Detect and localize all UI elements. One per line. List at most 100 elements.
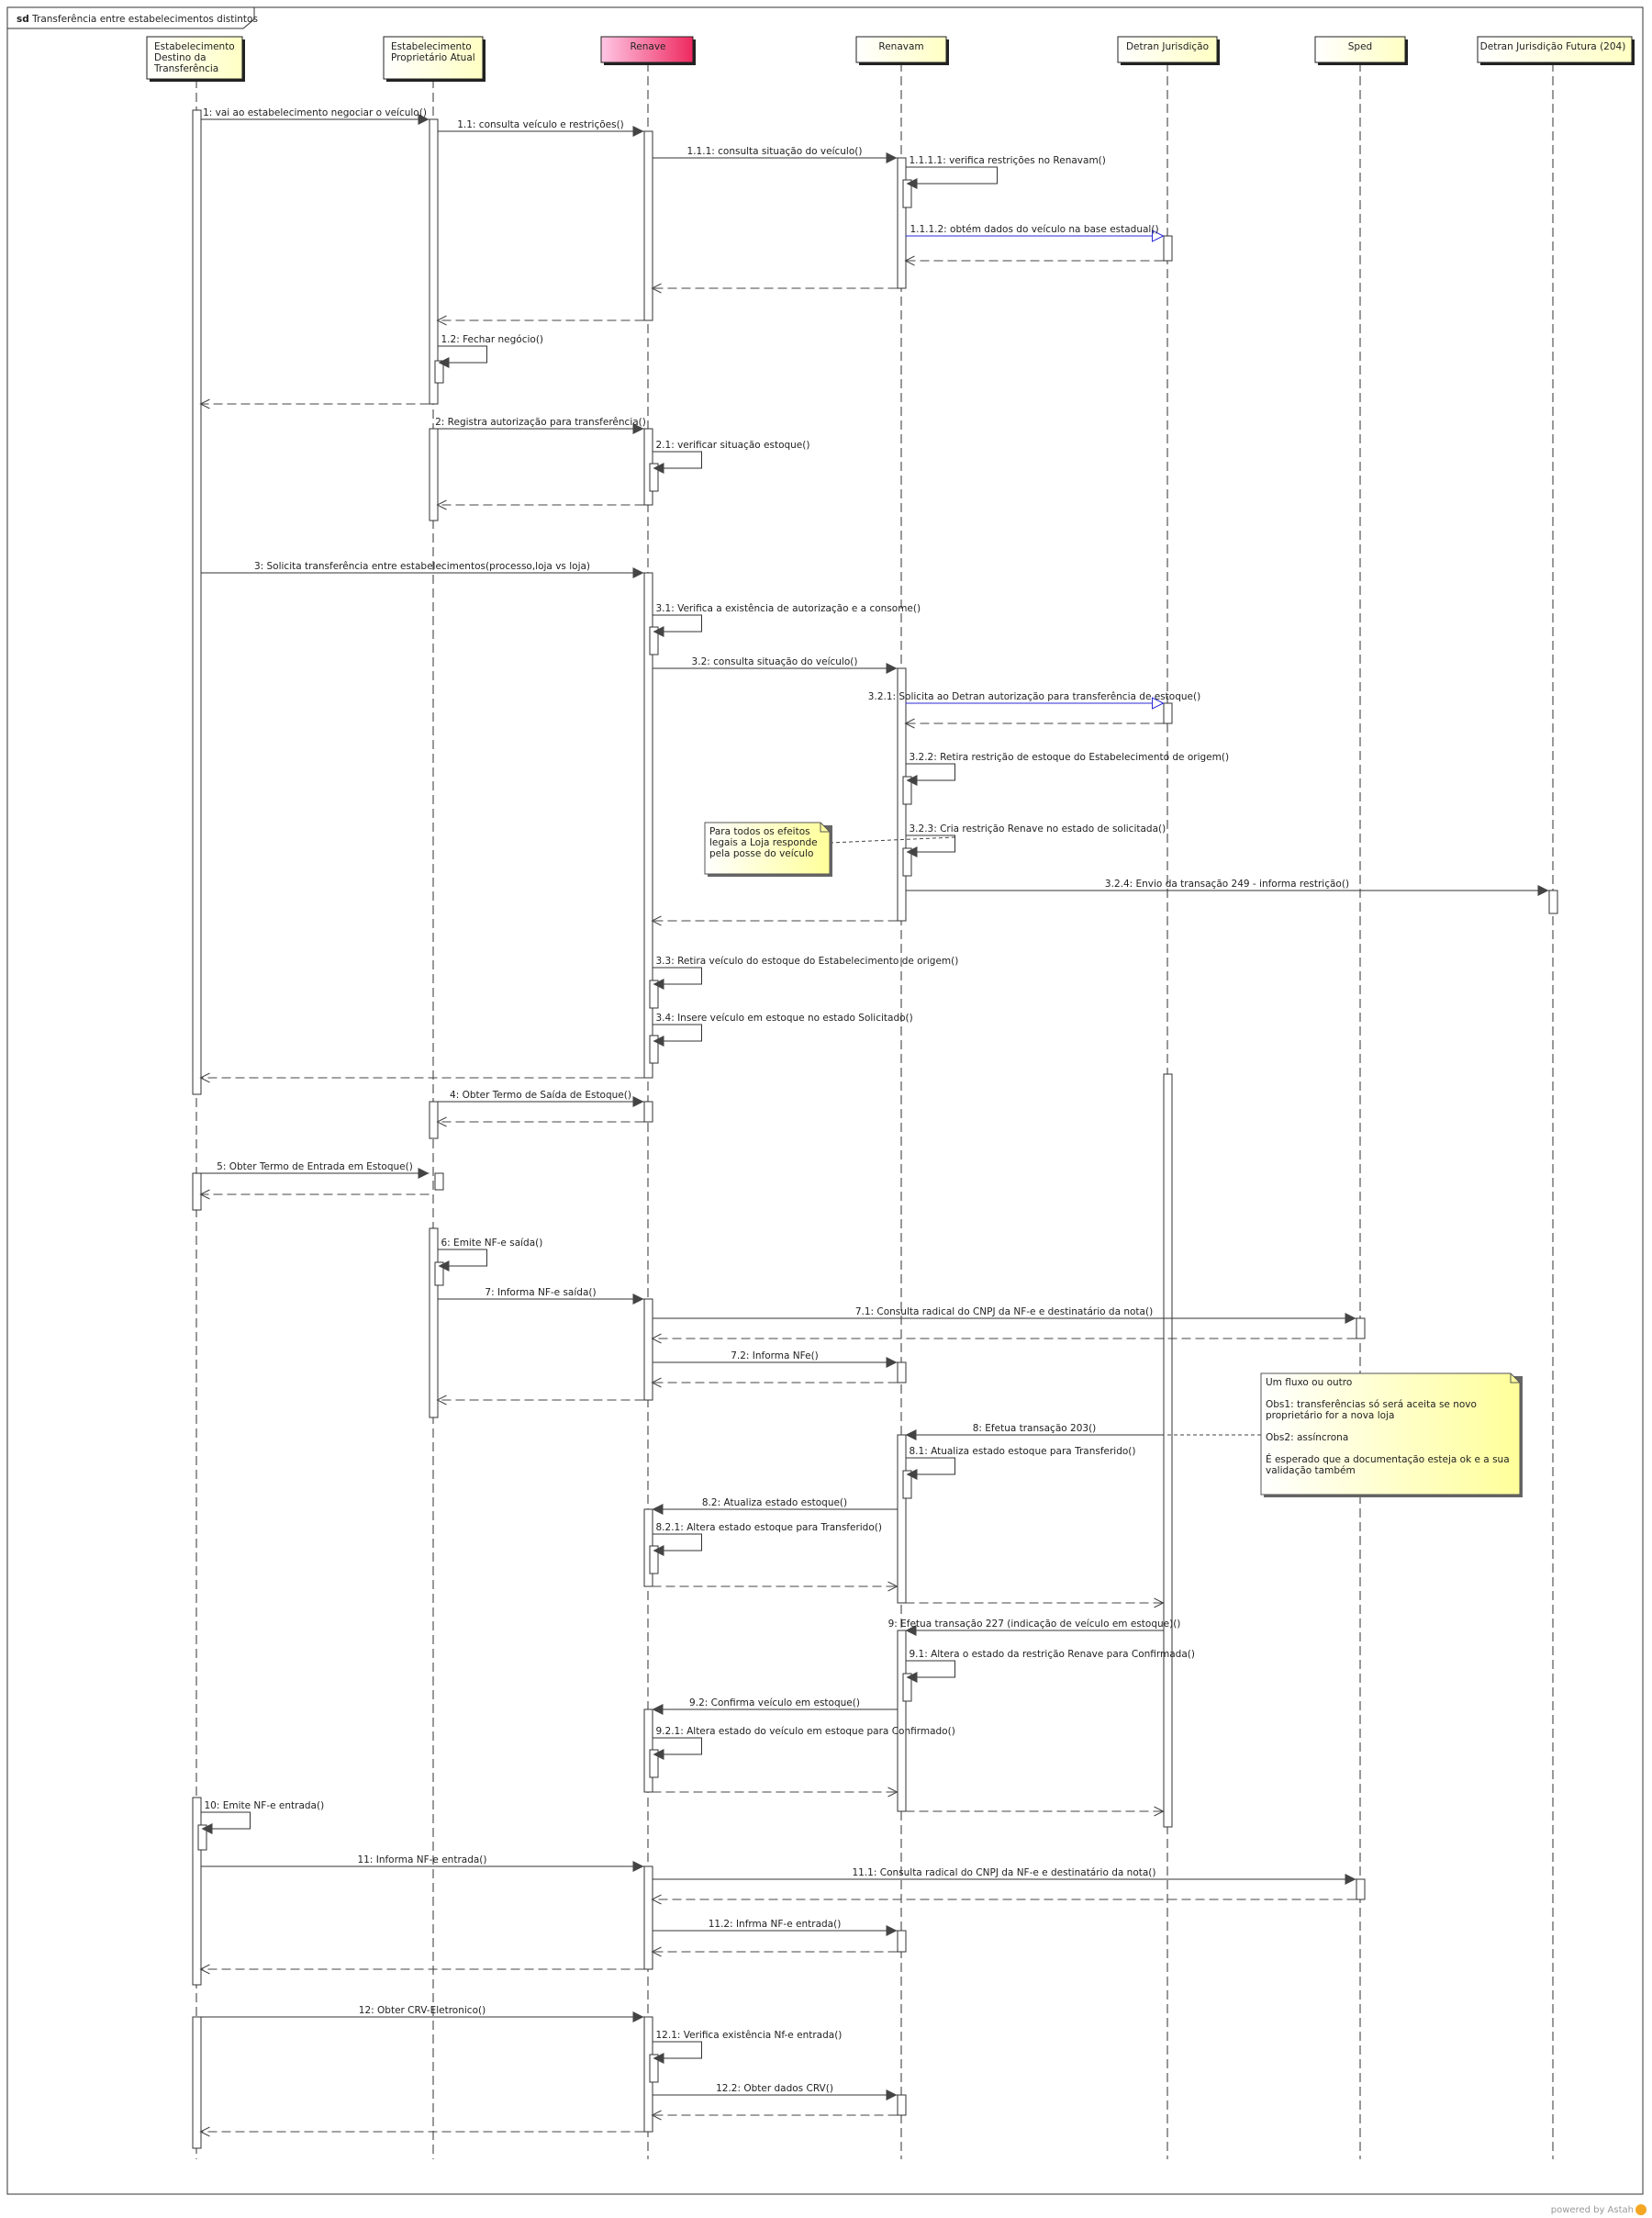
- lifeline-label: Detran Jurisdição Futura (204): [1480, 41, 1626, 52]
- message-label: 3.2: consulta situação do veículo(): [692, 656, 858, 667]
- message-label: 8.1: Atualiza estado estoque para Transf…: [910, 1446, 1136, 1457]
- filled-arrowhead: [886, 2089, 898, 2100]
- activation-bar-detranf: [1548, 890, 1558, 914]
- message-label: 1.1.1.1: verifica restrições no Renavam(…: [910, 155, 1106, 166]
- message-label: 3.2.3: Cria restrição Renave no estado d…: [910, 823, 1166, 835]
- message-label: 10: Emite NF-e entrada(): [205, 1800, 325, 1811]
- note-connector: [829, 836, 955, 844]
- frame-name: Transferência entre estabelecimentos dis…: [31, 14, 258, 25]
- return-message: [652, 1787, 899, 1798]
- open-arrowhead: [904, 718, 915, 729]
- self-message-line: [437, 1249, 487, 1267]
- message-label: 9.2.1: Altera estado do veículo em estoq…: [656, 1726, 955, 1737]
- activation-bar-dest: [192, 1797, 202, 1986]
- note-text-line: Obs2: assíncrona: [1266, 1432, 1348, 1443]
- activation-bar-renave: [649, 2054, 659, 2083]
- arrowhead: [906, 1672, 918, 1683]
- self-message: 1.2: Fechar negócio(): [437, 334, 543, 368]
- filled-arrowhead: [418, 114, 430, 125]
- lifeline-detranf: Detran Jurisdição Futura (204): [1477, 36, 1635, 2159]
- message-label: 7.1: Consulta radical do CNPJ da NF-e e …: [855, 1306, 1153, 1317]
- note-body: [1260, 1372, 1521, 1495]
- message-label: 12.1: Verifica existência Nf-e entrada(): [656, 2030, 843, 2041]
- message-label: 3.3: Retira veículo do estoque do Estabe…: [656, 956, 959, 967]
- self-message-line: [652, 1024, 702, 1042]
- activation-bar-detran: [1163, 235, 1173, 262]
- call-message: 12.2: Obter dados CRV(): [652, 2083, 898, 2100]
- filled-arrowhead: [632, 1294, 644, 1305]
- message-label: 11: Informa NF-e entrada(): [358, 1854, 487, 1865]
- frame-title-tab: [6, 6, 255, 29]
- note-fold: [1510, 1373, 1520, 1383]
- activation-bar-detran: [1163, 1073, 1173, 1828]
- message-label: 4: Obter Termo de Saída de Estoque(): [450, 1090, 631, 1101]
- call-message: 11: Informa NF-e entrada(): [200, 1854, 644, 1872]
- call-message: 1.1: consulta veículo e restrições(): [437, 119, 644, 137]
- self-message: 12.1: Verifica existência Nf-e entrada(): [652, 2030, 843, 2064]
- activation-bar-renavam: [897, 157, 907, 289]
- message-label: 6: Emite NF-e saída(): [441, 1238, 543, 1249]
- arrowhead: [653, 463, 664, 474]
- open-arrowhead: [1154, 1806, 1165, 1817]
- note-text-line: legais a Loja responde: [709, 837, 818, 848]
- arrowhead: [906, 846, 918, 857]
- arrowhead: [201, 1823, 213, 1834]
- self-message: 8.2.1: Altera estado estoque para Transf…: [652, 1522, 882, 1556]
- activation-bar-renave: [649, 1035, 659, 1064]
- open-arrowhead: [199, 1189, 210, 1200]
- activation-bar-renavam: [902, 1673, 912, 1702]
- arrowhead: [438, 357, 450, 368]
- activation-bar-prop: [429, 1101, 439, 1139]
- filled-arrowhead: [418, 1168, 430, 1179]
- note-text-line: validação também: [1266, 1465, 1356, 1476]
- activation-bar-prop: [434, 1172, 444, 1191]
- call-message: 8.2: Atualiza estado estoque(): [652, 1497, 898, 1515]
- note-text-line: Um fluxo ou outro: [1266, 1377, 1352, 1388]
- lifeline-head-box: [600, 36, 694, 63]
- message-label: 8.2: Atualiza estado estoque(): [702, 1497, 847, 1508]
- activation-bar-renavam: [897, 1930, 907, 1953]
- activation-bar-renave: [649, 1749, 659, 1778]
- note-fold: [820, 823, 830, 833]
- note-text-line: Obs1: transferências só será aceita se n…: [1266, 1399, 1477, 1410]
- return-message: [905, 1806, 1165, 1817]
- message-label: 1.1.1.2: obtém dados do veículo na base …: [910, 224, 1158, 235]
- self-message: 2.1: verificar situação estoque(): [652, 440, 809, 474]
- self-message-line: [905, 835, 955, 853]
- self-message: 3.4: Insere veículo em estoque no estado…: [652, 1013, 913, 1047]
- message-label: 1: vai ao estabelecimento negociar o veí…: [203, 107, 427, 118]
- message-label: 3.4: Insere veículo em estoque no estado…: [656, 1013, 913, 1024]
- return-message: [651, 1333, 1356, 1344]
- lifeline-head-box: [383, 36, 484, 80]
- self-message-line: [905, 166, 998, 185]
- lifeline-sped: Sped: [1314, 36, 1408, 2159]
- lifeline-head-box: [1314, 36, 1406, 63]
- note-text-line: pela posse do veículo: [709, 848, 813, 859]
- note-text-line: Para todos os efeitos: [709, 826, 810, 837]
- open-arrowhead: [651, 1333, 662, 1344]
- return-message: [199, 1072, 644, 1083]
- lifeline-label: Estabelecimento: [154, 41, 235, 52]
- arrowhead: [653, 979, 664, 990]
- self-message: 6: Emite NF-e saída(): [437, 1238, 543, 1271]
- filled-arrowhead: [632, 2011, 644, 2022]
- return-message: [436, 315, 644, 326]
- open-arrowhead: [199, 2126, 210, 2137]
- call-message: 7.1: Consulta radical do CNPJ da NF-e e …: [652, 1306, 1356, 1324]
- self-message: 3.2.3: Cria restrição Renave no estado d…: [905, 823, 1166, 857]
- activation-bar-prop: [429, 118, 439, 405]
- arrowhead: [653, 1749, 664, 1760]
- call-message: 3.2.1: Solicita ao Detran autorização pa…: [868, 691, 1200, 710]
- return-message: [904, 255, 1164, 266]
- self-message-line: [200, 1811, 251, 1830]
- activation-bar-renavam: [902, 776, 912, 805]
- lifeline-head-box: [1117, 36, 1218, 63]
- message-label: 2: Registra autorização para transferênc…: [435, 417, 646, 428]
- call-message: 9.2: Confirma veículo em estoque(): [652, 1697, 898, 1715]
- open-arrowhead: [199, 1964, 210, 1975]
- self-message: 3.3: Retira veículo do estoque do Estabe…: [652, 956, 959, 990]
- activation-bar-renave: [649, 626, 659, 655]
- return-message: [651, 1894, 1356, 1905]
